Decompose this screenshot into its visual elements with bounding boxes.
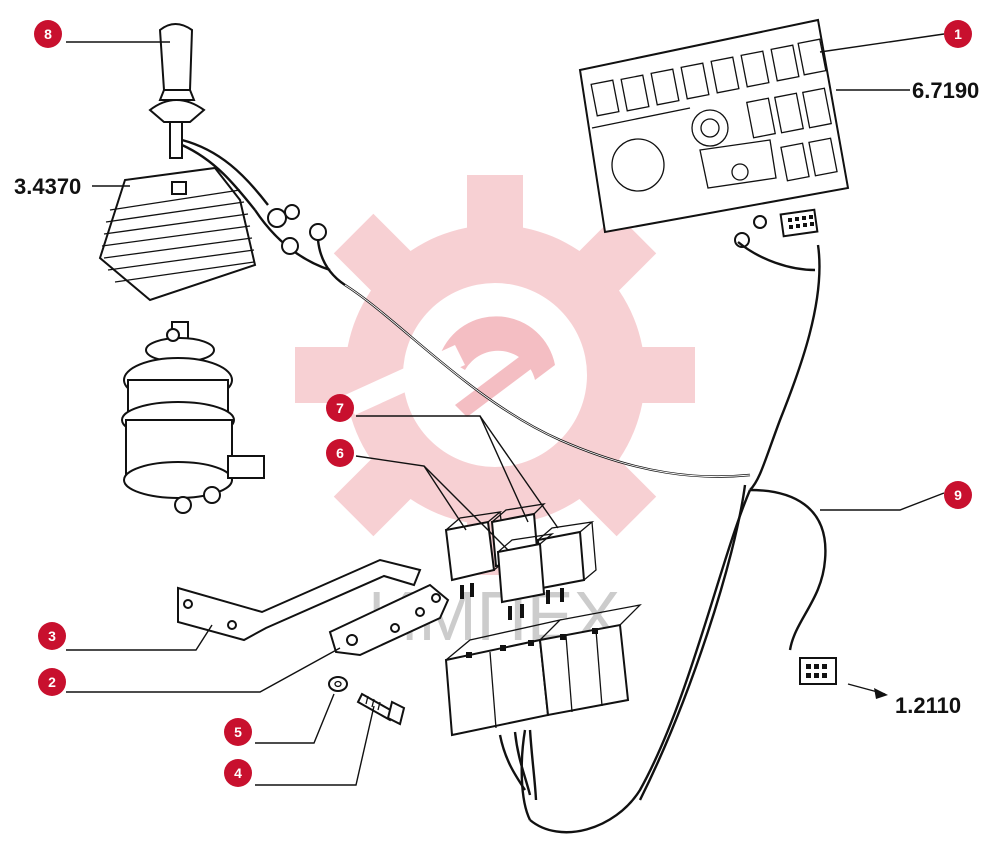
svg-text:7: 7 (336, 400, 344, 416)
svg-text:9: 9 (954, 487, 962, 503)
callout-3: 3 (38, 622, 66, 650)
callout-8: 8 (34, 20, 62, 48)
svg-text:5: 5 (234, 724, 242, 740)
leader-lines (66, 33, 945, 786)
callout-1: 1 (944, 20, 972, 48)
relay-socket-block (444, 603, 642, 801)
svg-text:2: 2 (48, 674, 56, 690)
panel-connector (734, 208, 819, 248)
control-panel (578, 18, 850, 234)
callout-9: 9 (944, 481, 972, 509)
callout-2: 2 (38, 668, 66, 696)
harness-end-connector (799, 657, 888, 699)
svg-text:1: 1 (954, 26, 962, 42)
svg-text:3: 3 (48, 628, 56, 644)
svg-text:8: 8 (44, 26, 52, 42)
relay-group (444, 503, 597, 620)
wiring-harness (344, 241, 827, 834)
callout-7: 7 (326, 394, 354, 422)
joystick-wires (181, 138, 346, 286)
callout-5: 5 (224, 718, 252, 746)
bracket-long (177, 558, 422, 642)
svg-text:4: 4 (234, 765, 242, 781)
svg-text:6: 6 (336, 445, 344, 461)
ref-panel: 6.7190 (912, 78, 979, 103)
bolt (356, 692, 406, 726)
callout-6: 6 (326, 439, 354, 467)
ref-joystick: 3.4370 (14, 174, 81, 199)
ref-connector: 1.2110 (895, 693, 961, 718)
joystick-assembly (98, 23, 265, 514)
bracket-plate (328, 583, 450, 657)
watermark-gear-logo (295, 175, 695, 575)
washer (328, 676, 348, 692)
callout-4: 4 (224, 759, 252, 787)
